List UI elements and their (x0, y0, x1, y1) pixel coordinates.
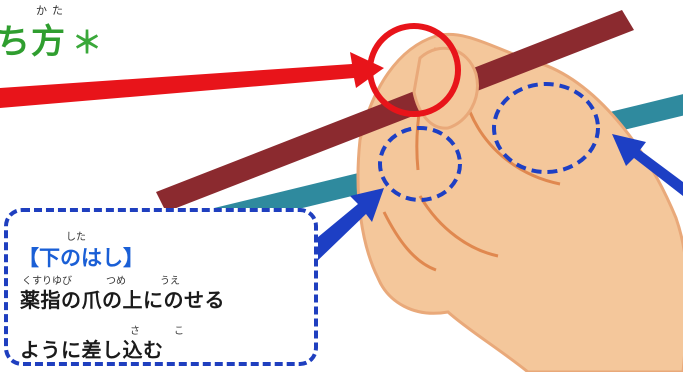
red-arrow-icon (0, 52, 384, 108)
callout-heading: 【下のはし】 (18, 246, 144, 270)
blue-dashed-circle-lower (378, 126, 462, 202)
blue-arrow-icon-left (300, 188, 384, 266)
blue-dashed-circle-upper (492, 82, 600, 174)
line1-ruby-tsume: つめ (106, 276, 126, 287)
index-finger (412, 46, 479, 130)
red-highlight-circle (367, 23, 461, 117)
hand-icon (356, 33, 683, 372)
line2-ruby-sa: さ (130, 326, 140, 337)
line1-ruby-ue: うえ (160, 276, 180, 287)
title-text: ち方 (0, 22, 66, 62)
heading-ruby: した (66, 232, 86, 243)
lower-chopstick-callout: した 【下のはし】 くすりゆび つめ うえ 薬指の爪の上にのせる さ こ ように… (4, 208, 318, 366)
asterisk-icon: ＊ (72, 26, 103, 61)
callout-line-1: 薬指の爪の上にのせる (20, 288, 225, 312)
title-ruby: かた (36, 4, 68, 17)
line2-ruby-ko: こ (174, 326, 184, 337)
callout-line-2: ように差し込む (20, 338, 164, 362)
page-title: かた ち方＊ (0, 4, 103, 63)
blue-arrow-icon-right (612, 134, 683, 196)
line1-ruby-kusuriyubi: くすりゆび (22, 276, 72, 287)
